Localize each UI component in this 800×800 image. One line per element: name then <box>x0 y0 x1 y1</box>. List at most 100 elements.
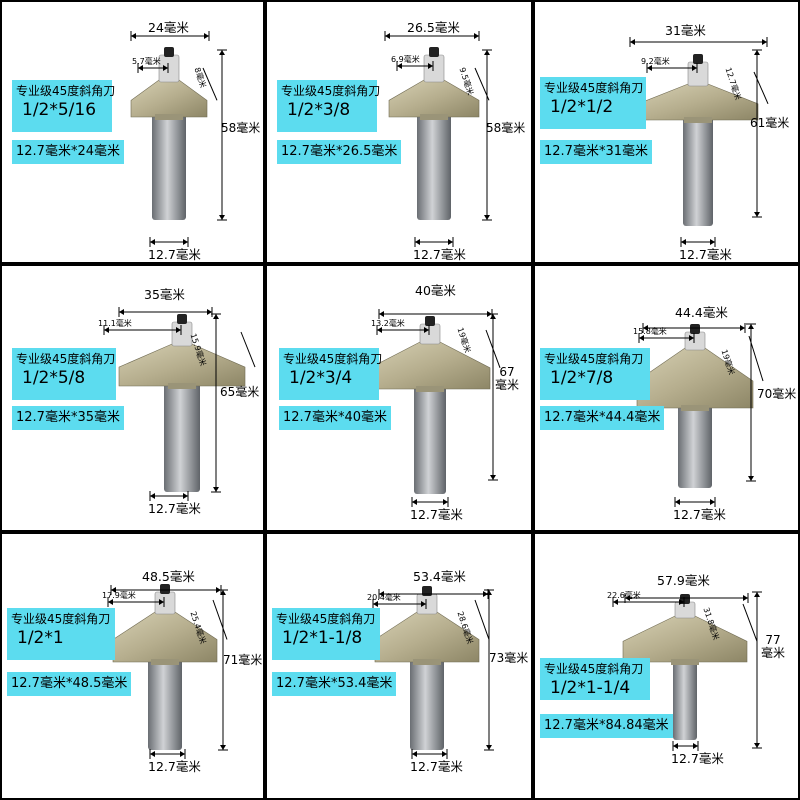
total-length-label: 70毫米 <box>757 387 797 401</box>
total-length-label: 61毫米 <box>750 116 790 130</box>
shank-diameter-label: 12.7毫米 <box>148 247 201 262</box>
shank <box>152 113 186 220</box>
bearing-diameter-arrow <box>107 597 165 607</box>
bearing <box>154 591 176 615</box>
cutter-collar <box>413 659 441 665</box>
cutter-collar <box>155 114 183 120</box>
top-width-arrow <box>130 31 210 41</box>
product-spec: 12.7毫米*84.84毫米 <box>540 714 673 738</box>
router-bit-illustration <box>629 37 769 247</box>
product-title: 专业级45度斜角刀 <box>283 352 383 366</box>
top-width-label: 24毫米 <box>148 20 189 35</box>
shank-diameter-arrow <box>149 237 189 247</box>
product-title: 专业级45度斜角刀 <box>16 352 116 366</box>
bearing-screw <box>160 584 170 594</box>
router-bit-illustration <box>369 309 501 507</box>
total-length-label: 58毫米 <box>486 121 526 135</box>
bearing-diameter-arrow <box>612 597 685 607</box>
top-width-label: 44.4毫米 <box>675 305 728 320</box>
total-length-arrow <box>218 589 228 751</box>
product-spec: 12.7毫米*35毫米 <box>12 406 124 430</box>
cutter-collar <box>416 386 444 392</box>
shank-diameter-arrow <box>680 237 716 247</box>
router-bit-illustration <box>103 307 256 501</box>
shank <box>683 116 713 226</box>
product-spec: 12.7毫米*44.4毫米 <box>540 406 665 430</box>
router-bit-illustration <box>384 31 492 247</box>
product-title: 专业级45度斜角刀 <box>276 612 376 626</box>
shank <box>673 658 697 740</box>
cutter-head <box>118 343 246 387</box>
bearing-diameter-label: 13.2毫米 <box>371 319 405 328</box>
product-spec: 12.7毫米*31毫米 <box>540 140 652 164</box>
top-width-label: 57.9毫米 <box>657 573 710 588</box>
total-length-label: 65毫米 <box>220 385 260 399</box>
cut-length-arrow <box>202 67 218 101</box>
cut-length-arrow <box>474 599 490 640</box>
product-spec: 12.7毫米*26.5毫米 <box>277 140 402 164</box>
total-length-arrow <box>488 313 498 481</box>
cutter-collar <box>684 117 712 123</box>
product-title: 专业级45度斜角刀 <box>11 612 111 626</box>
cutter-head <box>130 79 208 118</box>
top-width-label: 26.5毫米 <box>407 20 460 35</box>
shank-diameter-arrow <box>149 749 186 759</box>
product-title: 专业级45度斜角刀 <box>544 352 644 366</box>
top-width-arrow <box>642 323 746 333</box>
total-length-label: 77 毫米 <box>761 633 786 660</box>
bearing-diameter-arrow <box>646 63 698 73</box>
bearing-diameter-label: 5.7毫米 <box>132 57 161 66</box>
product-spec: 12.7毫米*48.5毫米 <box>7 672 132 696</box>
bearing-diameter-label: 15.8毫米 <box>633 327 667 336</box>
total-length-arrow <box>752 591 762 749</box>
router-bit-illustration <box>372 586 494 759</box>
shank-diameter-label: 12.7毫米 <box>410 507 463 522</box>
total-length-arrow <box>746 323 756 482</box>
top-width-label: 35毫米 <box>144 287 185 302</box>
shank-diameter-label: 12.7毫米 <box>671 751 724 766</box>
total-length-arrow <box>752 49 762 218</box>
bearing <box>674 601 696 619</box>
bearing-screw <box>425 316 435 326</box>
router-bit-illustration <box>636 323 764 507</box>
bearing-diameter-arrow <box>137 63 169 73</box>
cut-length-arrow <box>742 603 758 642</box>
router-bit-illustration <box>107 584 228 759</box>
cut-length-arrow <box>753 71 769 105</box>
shank-diameter-label: 12.7毫米 <box>673 507 726 522</box>
bearing-diameter-arrow <box>396 61 434 71</box>
top-width-arrow <box>629 37 768 47</box>
product-title-box: 专业级45度斜角刀 1/2*3/4 <box>279 348 383 400</box>
cutter-head <box>636 347 754 409</box>
cutter-collar <box>681 405 709 411</box>
total-length-label: 71毫米 <box>223 653 263 667</box>
shank <box>410 658 444 750</box>
top-width-label: 40毫米 <box>415 283 456 298</box>
product-title: 专业级45度斜角刀 <box>544 662 644 676</box>
product-spec: 12.7毫米*53.4毫米 <box>272 672 397 696</box>
shank-diameter-arrow <box>674 497 716 507</box>
bearing <box>687 61 709 87</box>
shank-diameter-arrow <box>411 497 449 507</box>
product-size: 1/2*3/4 <box>289 368 353 388</box>
product-size: 1/2*1/2 <box>550 97 614 117</box>
total-length-arrow <box>211 313 221 493</box>
router-bit-illustration <box>130 31 227 247</box>
product-size: 1/2*3/8 <box>287 100 351 120</box>
total-length-arrow <box>217 49 227 221</box>
shank-diameter-label: 12.7毫米 <box>679 247 732 262</box>
bearing-diameter-arrow <box>376 325 430 335</box>
